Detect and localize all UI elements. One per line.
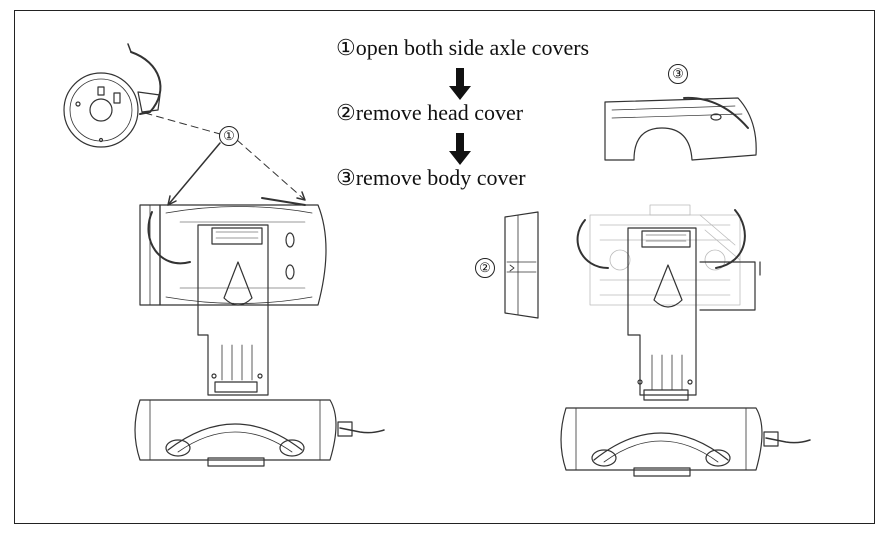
right-base-edges <box>575 407 747 471</box>
left-yoke-fins <box>221 344 253 381</box>
axle-cover-rim <box>69 78 133 142</box>
left-base-arch-inner <box>177 431 293 453</box>
right-yoke-base-plate <box>643 389 689 401</box>
axle-cover-disc <box>63 72 139 148</box>
internal-lines <box>599 224 731 296</box>
removed-head-cover <box>504 211 539 319</box>
axle-cover-hole <box>89 98 113 122</box>
callout-head-cover: ② <box>475 258 495 278</box>
left-head-cover-clip <box>261 197 306 206</box>
left-yoke-screw <box>257 373 263 379</box>
internal-wheel <box>704 249 726 271</box>
left-yoke-ribs <box>215 231 259 239</box>
callout-axle-cover: ① <box>219 126 239 146</box>
head-cover-marker <box>509 264 515 272</box>
right-internal-parts <box>589 204 741 306</box>
right-yoke-arm <box>627 227 697 396</box>
left-fixture <box>134 197 385 467</box>
axle-cover-screw <box>75 101 81 107</box>
body-cover-rib <box>611 113 743 119</box>
left-power-plug <box>337 421 353 437</box>
left-head-vent-slot <box>285 264 295 280</box>
internal-struts <box>699 214 741 261</box>
body-cover-shell <box>604 97 757 161</box>
removed-body-cover <box>604 96 757 161</box>
left-base-foot <box>207 457 265 467</box>
axle-cover-bracket <box>137 91 161 113</box>
right-axle-clip-right <box>715 209 746 269</box>
left-yoke-handle <box>223 261 253 306</box>
left-base-knob <box>165 439 191 457</box>
axle-cover-slot-b <box>113 92 121 104</box>
leader-line <box>144 112 221 135</box>
left-base-knob <box>279 439 305 457</box>
right-yoke-top-plate <box>641 230 691 248</box>
callout-1-leaders <box>144 112 306 201</box>
left-head-groove <box>165 296 313 304</box>
pointer-arrowhead <box>296 191 306 201</box>
right-yoke-screw <box>687 379 693 385</box>
axle-cover-slot-a <box>97 86 105 96</box>
step-remove-body-cover: ③remove body cover <box>336 165 526 190</box>
right-fixture <box>560 204 811 477</box>
right-power-plug <box>763 431 779 447</box>
left-base-edges <box>149 399 321 461</box>
internal-top-block <box>649 204 691 216</box>
left-base-arch <box>167 423 303 451</box>
right-base-body <box>560 407 763 471</box>
pointer-arrowhead <box>167 195 177 206</box>
right-yoke-fins <box>651 354 683 391</box>
leader-line <box>236 139 306 201</box>
down-arrow-icon <box>449 133 471 165</box>
head-cover-lens-ring <box>504 211 539 319</box>
down-arrow-icon <box>449 68 471 100</box>
pointer-line <box>167 142 221 206</box>
right-yoke-screw <box>637 379 643 385</box>
left-head-body <box>159 204 327 306</box>
axle-cover-clip <box>130 51 162 115</box>
axle-cover-clip-tip <box>127 43 132 53</box>
body-cover-clip <box>683 96 749 129</box>
right-base-foot <box>633 467 691 477</box>
right-head-side-panel <box>699 261 756 311</box>
left-yoke-base-plate <box>214 381 258 393</box>
left-yoke-screw <box>211 373 217 379</box>
body-cover-slot <box>710 113 722 121</box>
right-power-cable <box>765 437 811 444</box>
right-axle-clip-left <box>576 219 609 269</box>
body-cover-rib <box>611 105 736 111</box>
detached-axle-cover <box>63 43 162 148</box>
left-yoke-arm <box>197 224 269 396</box>
left-power-cable <box>339 427 385 434</box>
right-base-knob <box>591 449 617 467</box>
right-base-arch-inner <box>603 440 719 463</box>
callout-body-cover: ③ <box>668 64 688 84</box>
left-base-body <box>134 399 337 461</box>
step-open-axle-covers: ①open both side axle covers <box>336 35 590 60</box>
step-remove-head-cover: ②remove head cover <box>336 100 524 125</box>
figure-frame <box>14 10 875 524</box>
axle-cover-screw <box>98 137 104 143</box>
left-head-vent-slot <box>285 232 295 248</box>
right-base-arch <box>593 432 729 461</box>
right-yoke-ribs <box>645 234 687 242</box>
left-axle-cover-clip <box>147 211 191 265</box>
left-yoke-top-plate <box>211 227 263 245</box>
head-cover-seam <box>506 261 537 273</box>
internal-wheel <box>609 249 631 271</box>
callout-1-pointers <box>167 142 306 206</box>
left-head-groove <box>165 206 313 214</box>
right-base-knob <box>705 449 731 467</box>
right-yoke-handle <box>653 264 683 308</box>
